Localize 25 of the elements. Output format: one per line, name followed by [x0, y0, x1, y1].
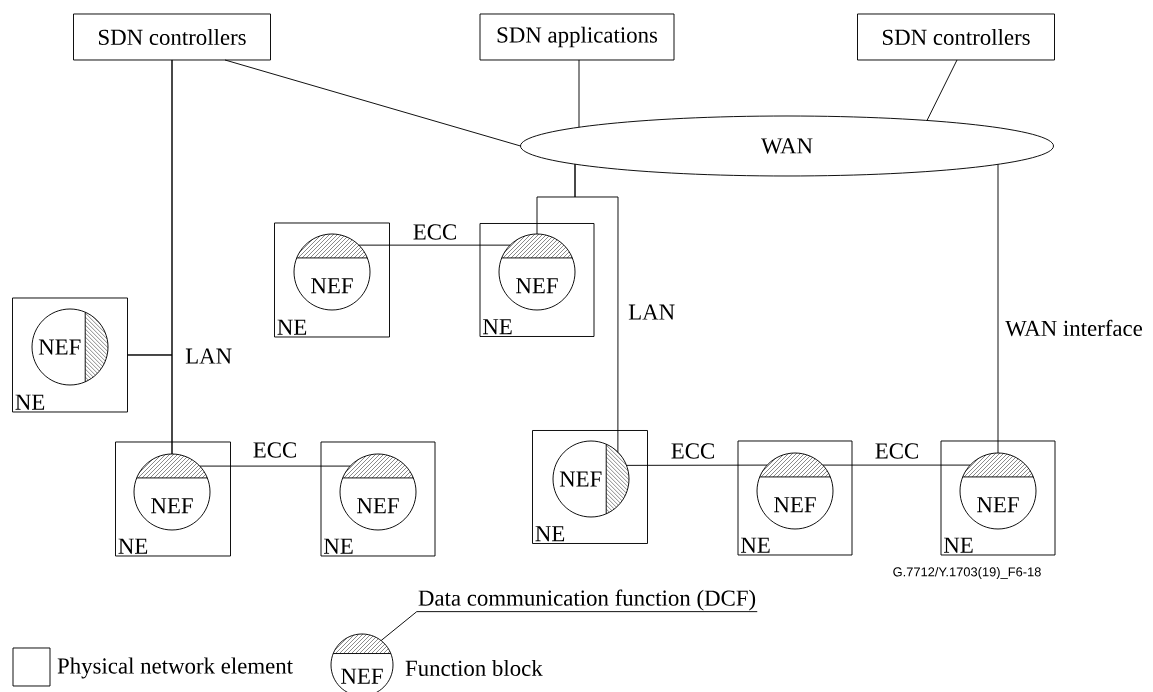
edge-label: LAN — [628, 304, 675, 320]
edge-label: ECC — [253, 442, 296, 458]
connector-line — [224, 59, 521, 147]
connector-line — [358, 244, 511, 246]
connector-line — [127, 354, 173, 455]
connector-line — [926, 59, 958, 121]
controller-box: SDN applications — [479, 13, 675, 61]
legend-label: Physical network element — [57, 657, 293, 679]
figure-id: G.7712/Y.1703(19)_F6-18 — [893, 567, 1041, 579]
controller-box: SDN controllers — [73, 13, 271, 61]
edge-label: ECC — [671, 443, 714, 459]
edge-label: ECC — [413, 224, 456, 240]
callout-text: Data communication function (DCF) — [418, 589, 756, 611]
connector-line — [578, 59, 580, 128]
edge-label: ECC — [875, 443, 918, 459]
edge-label: LAN — [185, 348, 232, 364]
edge-label: WAN interface — [1005, 319, 1143, 337]
connector-line — [822, 464, 971, 466]
connector-line — [997, 163, 999, 454]
controller-box: SDN controllers — [857, 13, 1055, 61]
leader-line — [380, 611, 758, 642]
legend-label: Function block — [405, 659, 543, 677]
connector-line — [626, 464, 768, 466]
connector-line — [574, 163, 619, 453]
connector-line — [199, 465, 351, 467]
